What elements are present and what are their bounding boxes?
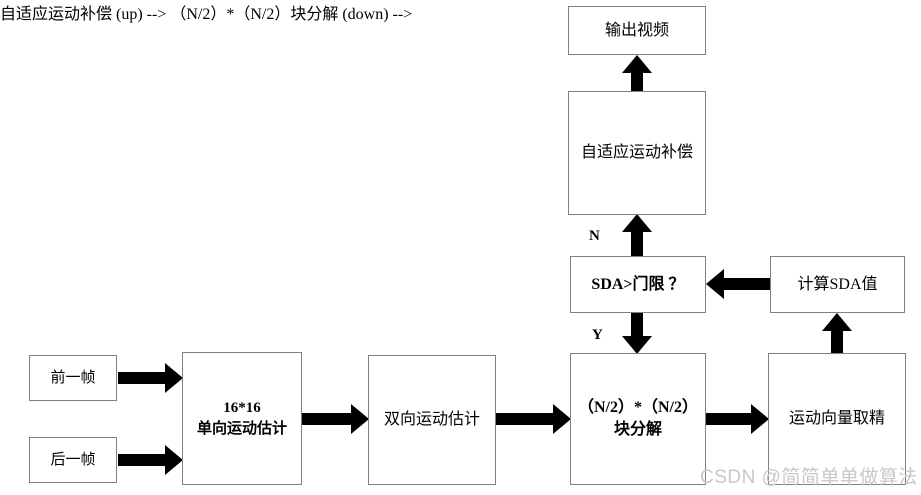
node-block-decomposition-label: （N/2）*（N/2） 块分解 [577,399,698,438]
arrowhead-right [165,363,183,393]
arrow-shaft [706,413,752,425]
arrow-shaft [302,413,352,425]
csdn-watermark: CSDN @简简单单做算法 [700,467,918,488]
node-previous-frame: 前一帧 [29,355,117,401]
arrow-unidir-me-to-bidir-me [302,404,369,434]
arrow-shaft [496,413,554,425]
arrow-shaft [118,372,166,384]
node-motion-vector-refinement: 运动向量取精 [768,353,906,485]
arrow-shaft [831,330,843,354]
node-unidirectional-motion-estimation-label: 16*16 单向运动估计 [196,400,287,437]
node-adaptive-motion-compensation: 自适应运动补偿 [568,91,706,215]
arrowhead-right [553,404,571,434]
arrow-mv-refine-to-calc-sda [822,313,852,354]
node-sda-threshold-decision-label: SDA>门限 ？ [591,275,685,293]
arrow-sda-yes-to-block-split [622,313,652,354]
node-output-video-label: 输出视频 [604,21,669,39]
node-bidirectional-motion-estimation-label: 双向运动估计 [383,411,480,429]
arrow-adaptive-mc-to-output-video [622,55,652,93]
node-adaptive-motion-compensation-label: 自适应运动补偿 [580,144,693,162]
arrow-shaft [118,454,166,466]
edge-label-no: N [589,228,600,244]
arrow-prev-frame-to-unidir-me [118,363,183,393]
node-calculate-sda-value: 计算SDA值 [770,256,905,313]
arrow-shaft [631,231,643,257]
arrow-shaft [631,72,643,93]
edge-label-yes: Y [592,327,603,343]
node-bidirectional-motion-estimation: 双向运动估计 [368,355,496,485]
arrowhead-left [706,269,724,299]
node-block-decomposition: （N/2）*（N/2） 块分解 [570,353,706,485]
node-unidirectional-motion-estimation: 16*16 单向运动估计 [182,352,302,485]
arrowhead-down [622,336,652,354]
node-next-frame: 后一帧 [29,437,117,483]
arrowhead-up [622,214,652,232]
arrowhead-right [751,404,769,434]
arrow-sda-no-to-adaptive-mc [622,214,652,257]
arrow-shaft [723,278,770,290]
arrowhead-up [822,313,852,331]
node-next-frame-label: 后一帧 [50,451,96,468]
arrow-calc-sda-to-sda-threshold [706,269,770,299]
arrow-bidir-me-to-block-split [496,404,571,434]
arrow-block-split-to-mv-refine [706,404,769,434]
arrowhead-right [351,404,369,434]
arrowhead-up [622,55,652,73]
arrow-shaft [631,313,643,337]
arrow-next-frame-to-unidir-me [118,445,183,475]
node-previous-frame-label: 前一帧 [50,369,96,386]
node-calculate-sda-value-label: 计算SDA值 [797,275,878,293]
node-output-video: 输出视频 [568,6,706,55]
node-motion-vector-refinement-label: 运动向量取精 [788,410,885,428]
node-sda-threshold-decision: SDA>门限 ？ [570,256,706,313]
arrowhead-right [165,445,183,475]
